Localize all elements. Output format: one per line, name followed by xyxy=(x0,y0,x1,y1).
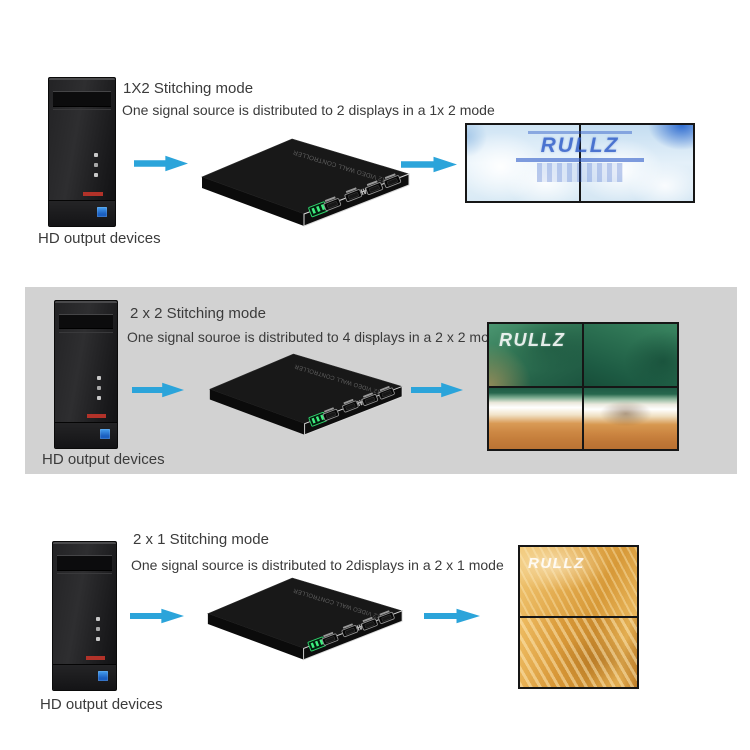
pc-tower xyxy=(52,541,117,691)
tower-panel-seam xyxy=(55,422,117,424)
hdmi-port xyxy=(322,407,340,421)
hdmi-port xyxy=(323,196,342,211)
hd-output-label: HD output devices xyxy=(42,451,165,468)
arrow-shape xyxy=(130,608,184,624)
led-dot xyxy=(93,153,98,158)
wall-panel xyxy=(520,618,637,687)
arrow-shape xyxy=(132,382,184,398)
tower-drive-bay xyxy=(56,555,113,571)
video-wall-controller: 2X2 VIDEO WALL CONTROLLER HDMI xyxy=(206,577,404,676)
tower-top-edge xyxy=(55,301,117,303)
hdmi-port xyxy=(365,180,384,195)
tower-top-edge xyxy=(53,542,116,544)
stitching-mode-description-2x2: One signal souroe is distributed to 4 di… xyxy=(127,329,505,345)
watermark-bar xyxy=(528,131,632,134)
video-wall-controller: 2X2 VIDEO WALL CONTROLLER HDMI xyxy=(208,353,404,451)
led-dot xyxy=(96,375,101,380)
wall-panel xyxy=(520,547,637,616)
controller-left-face xyxy=(209,389,305,435)
led-dot xyxy=(93,163,98,168)
tower-front-leds xyxy=(93,153,98,178)
video-wall-controller: 2X2 VIDEO WALL CONTROLLER HDMI xyxy=(200,138,411,243)
tower-front-leds xyxy=(96,375,101,400)
stitching-mode-title-2x2: 2 x 2 Stitching mode xyxy=(130,305,266,322)
pc-tower xyxy=(48,77,116,227)
signal-arrow-icon xyxy=(134,155,188,172)
video-wall-2x1: RULLZ xyxy=(518,545,639,689)
signal-arrow-icon xyxy=(401,156,457,173)
arrow-shape xyxy=(411,382,463,398)
wall-panel xyxy=(467,125,579,201)
signal-arrow-icon xyxy=(424,608,480,624)
hd-output-label: HD output devices xyxy=(38,230,161,247)
hdmi-port xyxy=(344,187,363,202)
rullz-watermark: RULLZ xyxy=(499,330,566,350)
hdmi-port xyxy=(321,631,339,646)
stitching-mode-title-1x2: 1X2 Stitching mode xyxy=(123,80,254,97)
hdmi-port xyxy=(378,610,395,624)
video-wall-1x2: RULLZ xyxy=(465,123,695,203)
led-dot xyxy=(96,385,101,390)
wall-panel xyxy=(581,125,693,201)
led-dot xyxy=(93,173,98,178)
hdmi-port xyxy=(341,623,359,638)
signal-arrow-icon xyxy=(130,608,184,624)
arrow-shape xyxy=(424,608,480,624)
tower-red-accent xyxy=(85,655,105,660)
led-dot xyxy=(96,395,101,400)
wall-panel xyxy=(489,324,582,386)
tower-cpu-badge xyxy=(98,671,109,682)
tower-drive-bay xyxy=(52,91,112,107)
tower-panel-seam xyxy=(53,664,116,666)
rullz-watermark: RULLZ xyxy=(528,555,585,572)
wall-panel xyxy=(584,324,677,386)
hdmi-port xyxy=(342,398,359,413)
arrow-shape xyxy=(401,156,457,173)
watermark-reflection xyxy=(537,163,623,182)
led-dot xyxy=(95,617,100,622)
tower-bay-seam xyxy=(58,331,114,333)
tower-drive-bay xyxy=(58,314,114,330)
tower-cpu-badge xyxy=(97,207,108,218)
tower-top-edge xyxy=(49,78,115,80)
tower-bay-seam xyxy=(52,109,112,111)
tower-cpu-badge xyxy=(99,429,110,440)
hdmi-port xyxy=(383,173,402,188)
signal-arrow-icon xyxy=(411,382,463,398)
tower-panel-seam xyxy=(49,200,115,202)
tower-front-leds xyxy=(95,617,100,642)
stitching-mode-description-1x2: One signal source is distributed to 2 di… xyxy=(122,102,495,118)
video-wall-2x2: RULLZ xyxy=(487,322,679,451)
hdmi-port xyxy=(361,616,378,631)
tower-red-accent xyxy=(87,414,106,419)
hdmi-port xyxy=(361,392,379,406)
tower-bay-seam xyxy=(56,573,113,575)
hd-output-label: HD output devices xyxy=(40,696,163,713)
led-dot xyxy=(95,637,100,642)
hdmi-port xyxy=(378,385,395,400)
stitching-mode-title-2x1: 2 x 1 Stitching mode xyxy=(133,531,269,548)
tower-red-accent xyxy=(83,191,104,196)
arrow-shape xyxy=(134,155,188,172)
wall-panel xyxy=(489,387,582,449)
controller-left-face xyxy=(202,177,304,226)
watermark-text: RULLZ xyxy=(540,134,620,157)
controller-left-face xyxy=(207,613,304,660)
wall-panel xyxy=(584,387,677,449)
rullz-watermark: RULLZ xyxy=(467,131,693,182)
pc-tower xyxy=(54,300,118,449)
stitching-mode-description-2x1: One signal source is distributed to 2dis… xyxy=(131,557,504,573)
signal-arrow-icon xyxy=(132,382,184,398)
watermark-bar xyxy=(516,158,644,162)
led-dot xyxy=(95,627,100,632)
